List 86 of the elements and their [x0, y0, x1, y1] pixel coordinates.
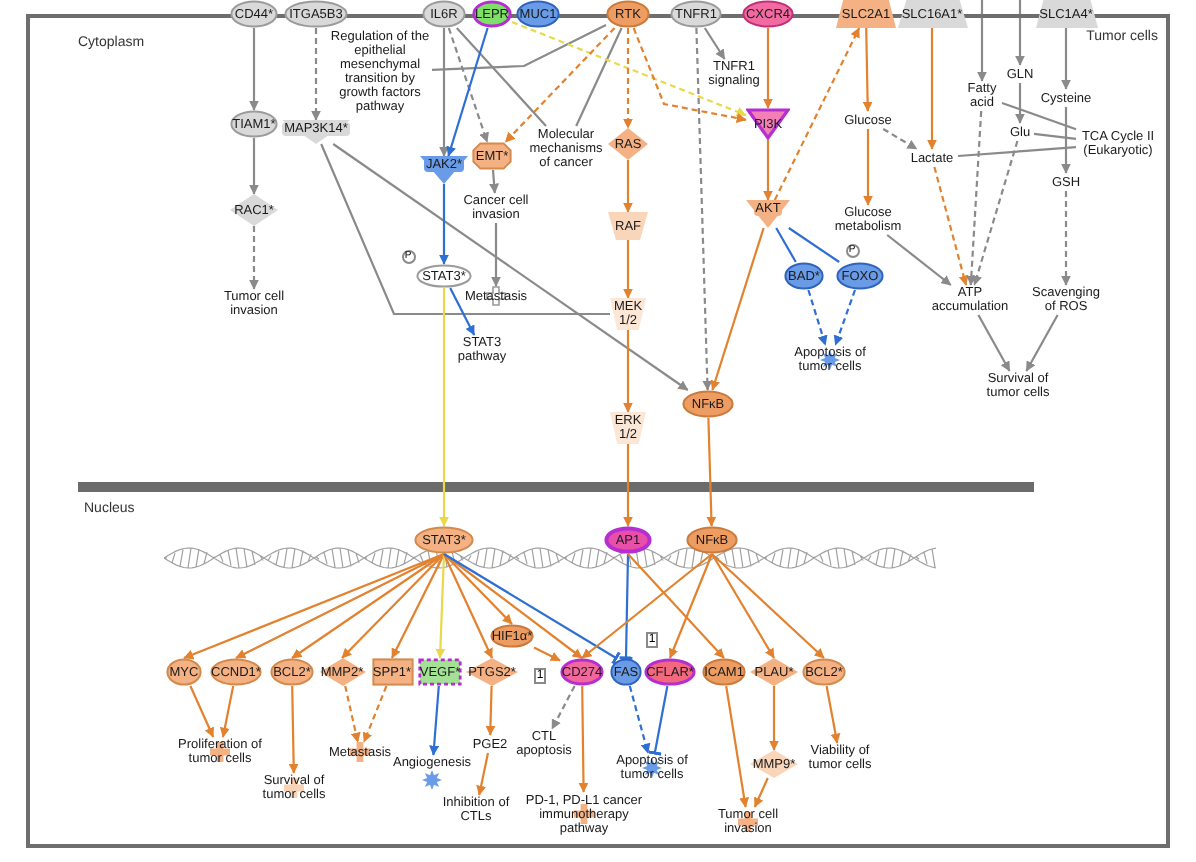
arrow	[511, 20, 747, 117]
arrow	[773, 27, 861, 201]
arrow	[249, 226, 259, 290]
connector-line	[788, 227, 840, 263]
arrow	[725, 685, 750, 808]
arrow	[977, 314, 1011, 372]
arrow	[703, 27, 726, 60]
arrow	[623, 28, 633, 129]
arrow	[1061, 28, 1071, 90]
arrow	[711, 553, 775, 659]
arrow	[341, 553, 445, 659]
arrow	[235, 553, 445, 659]
arrow	[972, 140, 1019, 286]
arrow	[977, 0, 987, 82]
arrow	[753, 777, 769, 808]
arrow	[825, 685, 841, 744]
arrow	[933, 166, 969, 286]
arrow	[476, 752, 490, 796]
arrow	[219, 685, 235, 738]
arrow	[627, 553, 725, 659]
arrow	[429, 685, 440, 756]
arrow	[628, 685, 651, 754]
arrow	[443, 553, 583, 659]
inhibition-line	[443, 553, 621, 665]
arrow	[439, 28, 449, 157]
connector-line	[775, 227, 797, 263]
arrow	[551, 685, 576, 730]
arrow	[711, 553, 825, 659]
arrow	[695, 27, 713, 391]
connector-line	[575, 27, 623, 127]
arrow	[443, 553, 493, 659]
arrow	[769, 686, 779, 751]
arrow	[1015, 0, 1025, 66]
connector-line	[456, 27, 547, 127]
connector-line	[1033, 132, 1077, 140]
arrow	[862, 27, 873, 112]
arrow	[362, 685, 388, 743]
arrow	[332, 143, 689, 391]
arrow	[833, 289, 857, 346]
arrow	[706, 417, 717, 527]
arrow	[966, 110, 983, 286]
connector-line	[320, 143, 610, 316]
arrow	[882, 128, 918, 150]
arrow	[927, 28, 937, 150]
arrow	[391, 553, 445, 659]
arrow	[623, 330, 633, 413]
arrow	[291, 553, 445, 659]
arrow	[710, 227, 765, 391]
connector-line	[957, 146, 1077, 158]
arrow	[449, 287, 476, 336]
arrow	[183, 552, 445, 660]
arrow	[504, 27, 616, 143]
arrow	[863, 129, 873, 206]
arrow	[288, 686, 299, 774]
arrow	[763, 140, 773, 201]
arrow	[623, 240, 633, 299]
arrow	[578, 686, 589, 793]
arrow	[249, 138, 259, 195]
arrow	[1061, 107, 1071, 174]
arrow	[435, 553, 446, 659]
arrow	[189, 685, 215, 738]
arrow	[491, 223, 501, 287]
arrow	[1061, 191, 1071, 286]
arrow	[344, 685, 361, 743]
connector-line	[431, 24, 607, 71]
arrow	[763, 28, 773, 109]
arrow	[1015, 83, 1025, 124]
arrow	[439, 288, 449, 527]
arrow	[1025, 314, 1059, 372]
arrow	[489, 169, 500, 194]
arrow	[581, 553, 713, 659]
connector-line	[1001, 101, 1077, 131]
arrow	[249, 28, 259, 111]
arrow	[485, 685, 496, 736]
arrow	[632, 27, 747, 123]
arrow	[623, 444, 633, 527]
arrow	[623, 160, 633, 213]
arrow	[668, 553, 713, 659]
arrow	[886, 234, 952, 286]
arrow	[443, 553, 513, 625]
inhibition-line	[619, 553, 633, 660]
arrow	[533, 646, 561, 662]
arrow	[807, 289, 828, 346]
arrow	[311, 28, 321, 121]
inhibition-line	[648, 685, 669, 756]
arrow	[439, 184, 449, 265]
